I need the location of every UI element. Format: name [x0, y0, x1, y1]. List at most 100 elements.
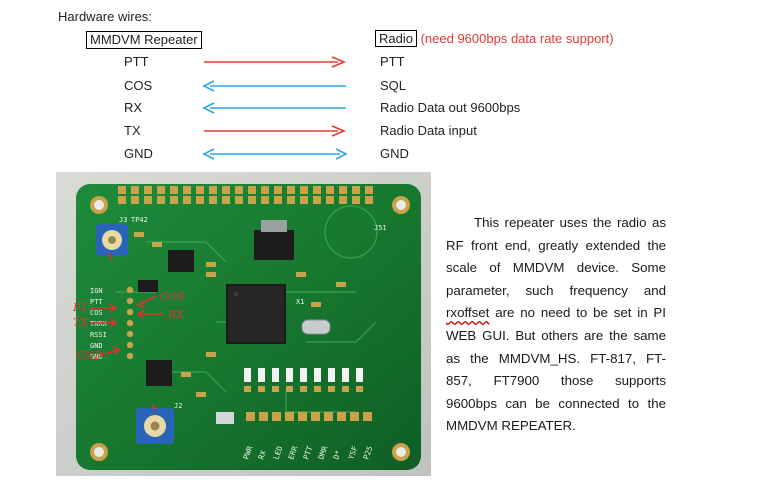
handwritten-annotations: PT TX GND COS RX [72, 290, 185, 362]
resistor [258, 386, 265, 392]
arrow-right-ptt [204, 56, 347, 68]
led [328, 368, 335, 382]
small-chip-3 [138, 280, 158, 292]
side-pin [126, 286, 134, 294]
gpio-pin [196, 196, 204, 204]
gpio-pin [352, 196, 360, 204]
bottom-label: RX [256, 449, 268, 461]
right-signal-gnd: GND [380, 146, 409, 161]
gpio-pin [170, 186, 178, 194]
resistor [328, 386, 335, 392]
mmdvm-repeater-label: MMDVM Repeater [86, 31, 202, 49]
gpio-pin [183, 186, 191, 194]
gpio-pin [326, 196, 334, 204]
gpio-pin [274, 186, 282, 194]
paragraph-underlined-word: rxoffset [446, 305, 490, 321]
arrow-left-cos [202, 80, 346, 92]
resistor [244, 386, 251, 392]
gpio-pin [131, 196, 139, 204]
radio-label: Radio [375, 30, 417, 47]
header-pin [285, 412, 294, 421]
gpio-pin [287, 186, 295, 194]
left-signal-rx: RX [124, 100, 143, 115]
header-pin [259, 412, 268, 421]
hand-pt: PT [72, 301, 89, 314]
label-x1: X1 [296, 298, 304, 306]
gpio-pin [261, 196, 269, 204]
gpio-pin [209, 186, 217, 194]
heading: Hardware wires: [58, 9, 152, 24]
gpio-pin [118, 186, 126, 194]
left-signal-tx: TX [124, 123, 141, 138]
header-pin [363, 412, 372, 421]
description-paragraph: This repeater uses the radio as RF front… [446, 212, 666, 438]
potentiometer-top [96, 224, 128, 256]
bottom-label: D* [331, 449, 343, 461]
label-j51: J51 [374, 224, 387, 232]
small-chip-2 [146, 360, 172, 386]
pin-label: COS [90, 309, 103, 317]
resistor [356, 386, 363, 392]
side-header [126, 286, 134, 360]
resistor [314, 386, 321, 392]
hand-rx: RX [167, 308, 185, 321]
gpio-pin [209, 196, 217, 204]
bottom-label: P25 [361, 445, 374, 461]
mcu-chip [226, 284, 286, 344]
board-photo: J3 TP42 J51 X1 J2 IGNPTTCOSTXRXRSSIGNDGN… [56, 172, 431, 476]
right-signal-data-input: Radio Data input [380, 123, 477, 138]
bottom-header [246, 412, 372, 421]
gpio-pin [326, 186, 334, 194]
pin-label: TXRX [90, 320, 108, 328]
paragraph-text-after: are no need to be set in PI WEB GUI. But… [446, 305, 667, 434]
gpio-pin [144, 186, 152, 194]
radio-label-group: Radio (need 9600bps data rate support) [375, 30, 614, 47]
side-pin [126, 352, 134, 360]
gpio-pin [157, 196, 165, 204]
gpio-pin [339, 196, 347, 204]
arrow-left-rx [202, 102, 346, 114]
gpio-pin [157, 186, 165, 194]
gpio-pin [170, 196, 178, 204]
label-tp42: TP42 [131, 216, 148, 224]
gpio-pin [300, 196, 308, 204]
gpio-pin [222, 186, 230, 194]
gpio-pin [196, 186, 204, 194]
resistor [300, 386, 307, 392]
led [286, 368, 293, 382]
handwritten-arrows [90, 251, 164, 411]
gpio-pin [339, 186, 347, 194]
header-pin [311, 412, 320, 421]
pin-label: GND [90, 342, 103, 350]
gpio-pin [118, 196, 126, 204]
pin-label: PTT [90, 298, 103, 306]
side-pin [126, 330, 134, 338]
gpio-pin [261, 186, 269, 194]
hand-tx: TX [73, 316, 89, 329]
gpio-pin [248, 196, 256, 204]
paragraph-text-before: This repeater uses the radio as RF front… [446, 215, 666, 298]
gpio-pin [300, 186, 308, 194]
side-pin [126, 319, 134, 327]
side-pin [126, 341, 134, 349]
regulator-chip [254, 230, 294, 260]
capacitors [134, 232, 346, 397]
header-pin [337, 412, 346, 421]
header-pin [350, 412, 359, 421]
gpio-pin [248, 186, 256, 194]
radio-note: (need 9600bps data rate support) [420, 31, 614, 46]
gpio-pin [313, 186, 321, 194]
arrow-right-tx [204, 125, 347, 137]
pin-label: IGN [90, 287, 103, 295]
header-pin [298, 412, 307, 421]
gpio-pin [235, 196, 243, 204]
led [300, 368, 307, 382]
left-signal-gnd: GND [124, 146, 153, 161]
header-pin [324, 412, 333, 421]
gpio-pin [274, 196, 282, 204]
resistor [272, 386, 279, 392]
led [314, 368, 321, 382]
hand-cos: COS [160, 290, 185, 303]
pin-label: GND [90, 353, 103, 361]
hand-gnd: GND [76, 349, 103, 362]
